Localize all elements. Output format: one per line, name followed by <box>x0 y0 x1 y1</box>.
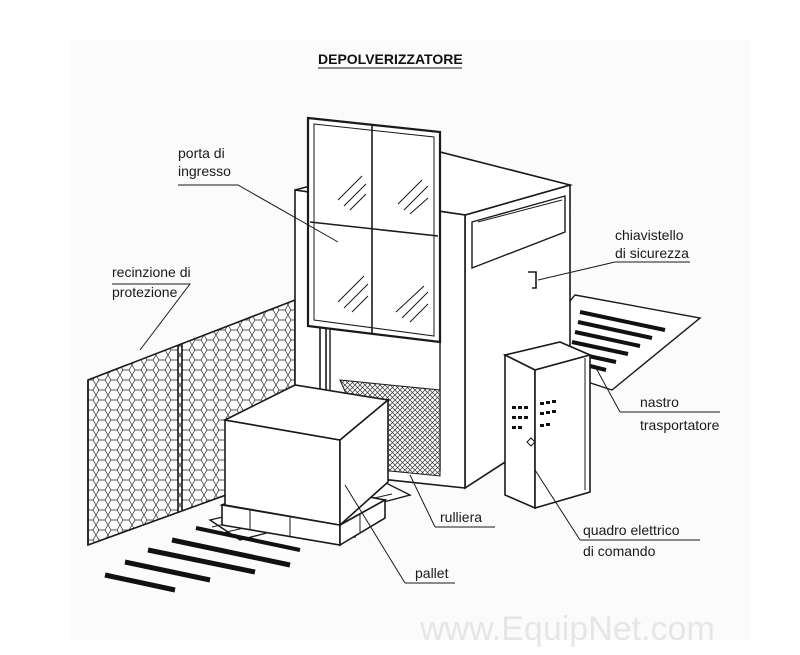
label-quadro-line1: quadro elettrico <box>583 522 680 538</box>
label-chiavistello-line2: di sicurezza <box>615 245 689 261</box>
label-nastro-line1: nastro <box>640 394 679 410</box>
control-cabinet <box>502 341 593 510</box>
equipnet-watermark: www.EquipNet.com <box>419 610 715 648</box>
control-panel-buttons <box>512 400 556 447</box>
leader-lines <box>112 184 720 584</box>
label-pallet: pallet <box>415 565 449 581</box>
label-rulliera: rulliera <box>440 509 482 525</box>
safety-latch <box>528 271 537 289</box>
label-porta-line1: porta di <box>178 145 225 161</box>
label-quadro-line2: di comando <box>583 543 656 559</box>
label-nastro-line2: trasportatore <box>640 417 720 433</box>
conveyor-belt-left <box>104 526 357 593</box>
label-chiavistello-line1: chiavistello <box>615 227 684 243</box>
diagram-title: DEPOLVERIZZATORE <box>318 51 463 67</box>
label-porta-line2: ingresso <box>178 163 231 179</box>
pallet-load <box>219 384 390 547</box>
entry-door <box>306 116 442 344</box>
label-recinzione-line1: recinzione di <box>112 264 191 280</box>
label-recinzione-line2: protezione <box>112 284 178 300</box>
